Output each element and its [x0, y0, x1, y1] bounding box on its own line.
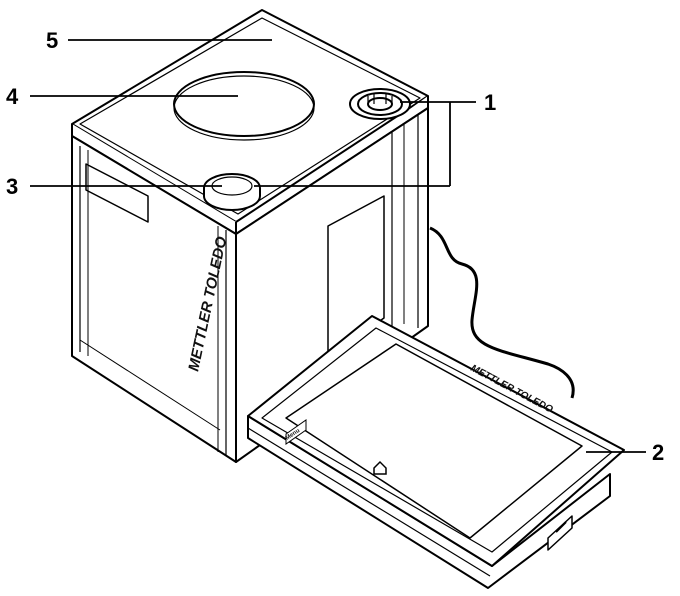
callout-1: 1	[484, 90, 496, 115]
callout-5: 5	[46, 28, 58, 53]
terminal-screen	[285, 343, 583, 539]
rear-panel	[327, 195, 385, 357]
callout-3: 3	[6, 174, 18, 199]
terminal-cable	[429, 226, 575, 399]
leader-lines	[30, 39, 646, 453]
callout-2: 2	[652, 440, 664, 465]
top-circular-window	[173, 71, 315, 141]
terminal	[247, 315, 625, 589]
instrument-body	[71, 9, 429, 463]
round-knob	[203, 173, 261, 211]
callout-4: 4	[6, 84, 19, 109]
home-icon	[373, 460, 387, 475]
body-right-face	[235, 107, 429, 463]
top-connector	[349, 88, 411, 120]
